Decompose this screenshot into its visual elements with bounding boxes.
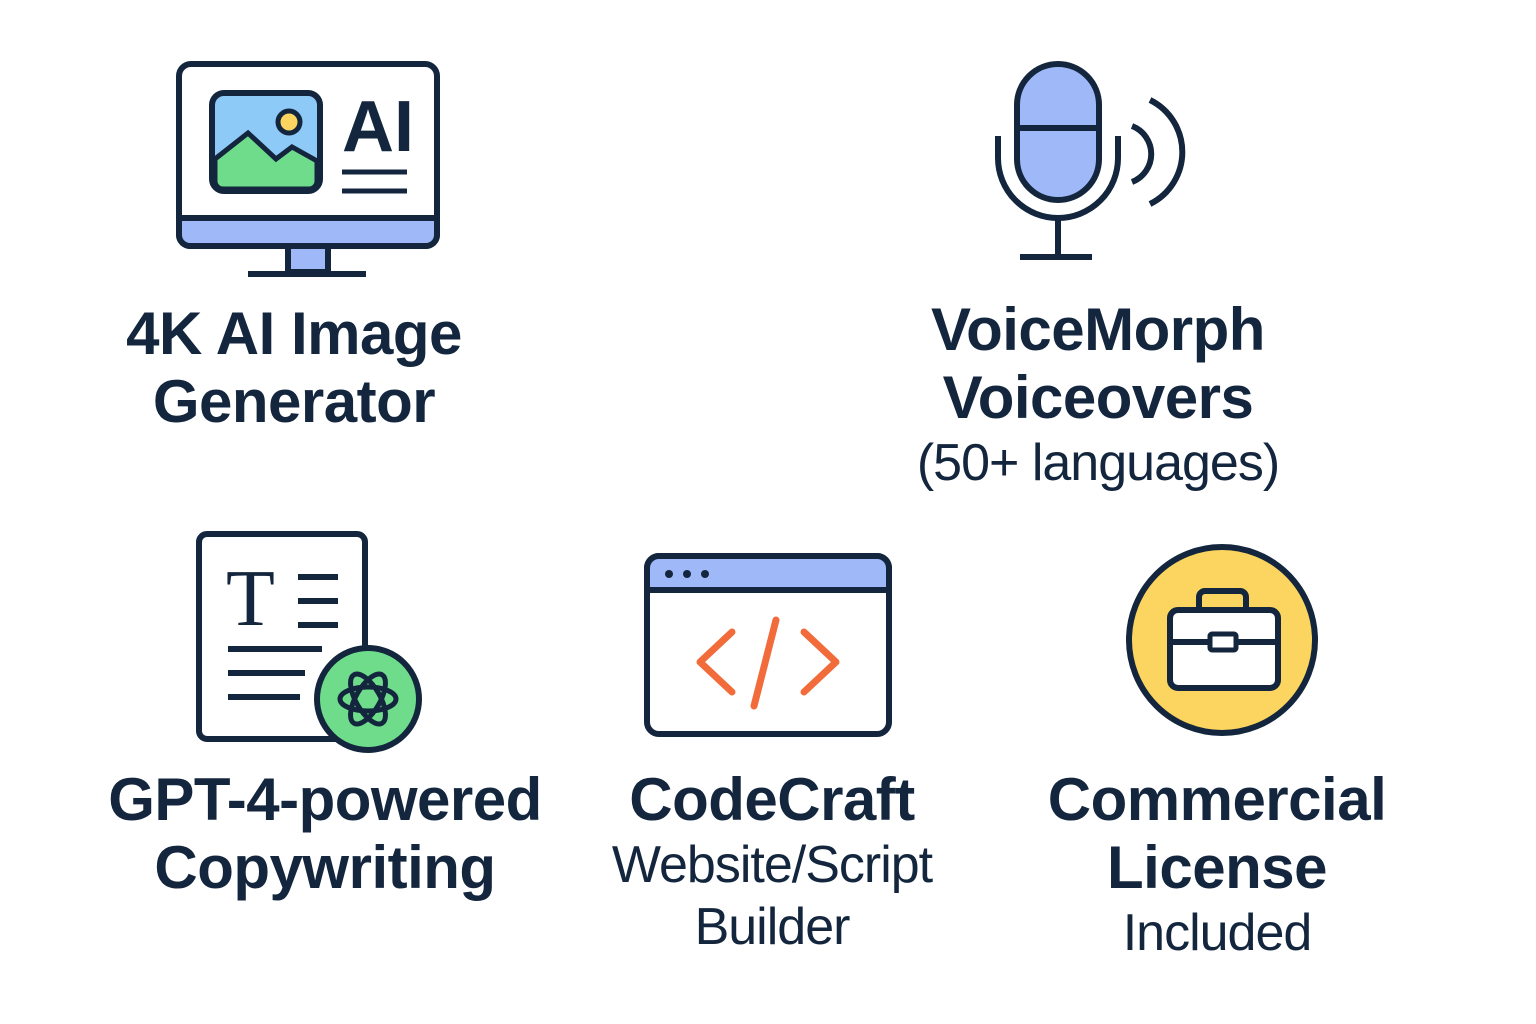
title-line: 4K AI Image: [126, 300, 462, 367]
subtitle-line: (50+ languages): [916, 434, 1280, 492]
openai-logo-icon: [337, 671, 399, 727]
document-openai-icon: T: [196, 531, 422, 753]
feature-title-voicemorph: VoiceMorph Voiceovers (50+ languages): [916, 296, 1280, 494]
subtitle-line: Included: [1122, 904, 1313, 962]
title-line: License: [1107, 834, 1327, 901]
title-line: Voiceovers: [942, 364, 1254, 431]
feature-title-image-generator: 4K AI Image Generator: [126, 300, 462, 436]
feature-title-commercial-license: Commercial License Included: [1047, 766, 1387, 964]
subtitle-line: Builder: [694, 898, 851, 956]
title-line: VoiceMorph: [931, 296, 1265, 363]
title-line: Commercial: [1047, 766, 1387, 833]
t-letter: T: [226, 555, 275, 643]
feature-title-copywriting: GPT-4-powered Copywriting: [108, 766, 542, 902]
ai-text: AI: [342, 87, 414, 167]
title-line: CodeCraft: [629, 766, 915, 833]
microphone-icon: [995, 61, 1186, 260]
browser-code-icon: [644, 553, 892, 737]
title-line: Generator: [152, 368, 436, 435]
feature-title-codecraft: CodeCraft Website/Script Builder: [611, 766, 933, 958]
briefcase-icon: [1126, 544, 1318, 736]
subtitle-line: Website/Script: [611, 836, 933, 894]
title-line: GPT-4-powered: [108, 766, 542, 833]
title-line: Copywriting: [154, 834, 496, 901]
monitor-ai-image-icon: AI: [176, 61, 440, 277]
